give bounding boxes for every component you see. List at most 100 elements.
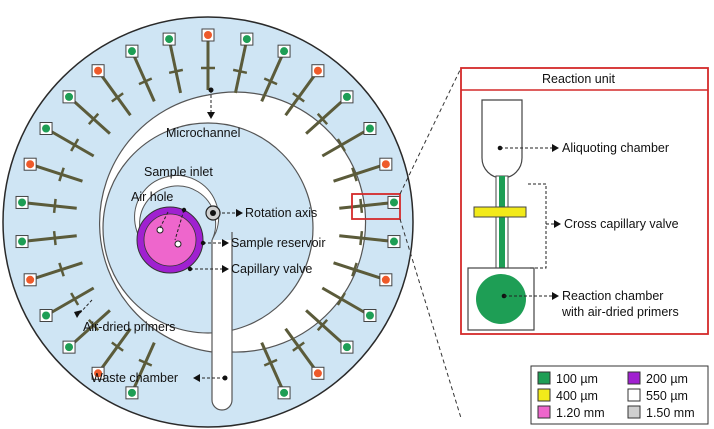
unit-stem: [72, 99, 111, 135]
primer-dot: [342, 92, 351, 101]
unit-stem: [333, 164, 381, 183]
waste-chamber-label: Waste chamber: [91, 371, 179, 385]
primer-dot: [18, 237, 27, 246]
unit-valve: [263, 77, 278, 86]
primer-dot: [18, 198, 27, 207]
sample-reservoir-label: Sample reservoir: [231, 236, 326, 250]
unit-stem: [333, 261, 381, 280]
unit-stem: [305, 309, 344, 345]
unit-valve: [138, 358, 153, 367]
unit-stem: [284, 74, 316, 117]
unit-valve: [58, 167, 65, 182]
legend-swatch: [537, 388, 551, 402]
waste-channel: [212, 240, 232, 352]
legend-label: 100 µm: [556, 372, 598, 386]
channel-100um: [499, 176, 505, 268]
unit-stem: [260, 56, 283, 103]
primer-dot: [365, 311, 374, 320]
primer-dot: [42, 311, 51, 320]
unit-valve: [316, 112, 329, 125]
unit-stem: [168, 44, 183, 94]
unit-valve: [58, 262, 65, 277]
legend: [530, 365, 709, 425]
sample-reservoir-inner: [143, 213, 197, 267]
primer-dot: [204, 31, 212, 39]
unit-valve: [52, 231, 57, 246]
unit-stem: [321, 286, 366, 314]
unit-stem: [260, 341, 283, 388]
legend-items: 100 µm 200 µm 400 µm 550 µm 1.20 mm 1.50 mm: [537, 371, 695, 420]
air-hole-label: Air hole: [131, 190, 174, 204]
unit-valve: [336, 292, 346, 306]
primer-dot: [280, 388, 289, 397]
primer-dot: [280, 47, 289, 56]
unit-stem: [305, 99, 344, 135]
legend-swatch: [537, 371, 551, 385]
reaction-units: [15, 28, 401, 400]
unit-stem: [27, 234, 77, 243]
primer-dot: [94, 66, 103, 75]
legend-label: 1.20 mm: [556, 406, 605, 420]
primer-dot: [313, 369, 322, 378]
unit-valve: [232, 68, 248, 75]
unit-valve: [168, 68, 184, 75]
unit-valve: [70, 292, 80, 306]
unit-valve: [316, 319, 329, 332]
legend-label: 550 µm: [646, 389, 688, 403]
unit-stem: [233, 44, 248, 94]
primer-dot: [389, 198, 398, 207]
unit-stem: [50, 130, 95, 158]
legend-swatch: [627, 405, 641, 419]
unit-valve: [292, 341, 305, 352]
unit-valve: [87, 319, 100, 332]
legend-swatch: [537, 405, 551, 419]
unit-stem: [284, 327, 316, 370]
unit-valve: [52, 198, 57, 213]
reaction-chamber-label: Reaction chamber: [562, 289, 664, 303]
unit-valve: [351, 167, 358, 182]
primer-dot: [242, 35, 251, 44]
legend-label: 200 µm: [646, 372, 688, 386]
primer-dot: [26, 275, 35, 284]
primer-dot: [127, 47, 136, 56]
sample-inlet-label: Sample inlet: [144, 165, 213, 179]
legend-label: 1.50 mm: [646, 406, 695, 420]
unit-valve: [263, 358, 278, 367]
sample-inlet: [174, 240, 182, 248]
aliquoting-chamber-label: Aliquoting chamber: [562, 141, 670, 155]
primer-dot: [313, 66, 322, 75]
capillary-valve-label: Capillary valve: [231, 262, 313, 276]
primer-dot: [365, 124, 374, 133]
primer-dot: [42, 124, 51, 133]
reaction-unit-title: Reaction unit: [542, 72, 615, 86]
unit-valve: [359, 198, 364, 213]
unit-valve: [359, 231, 364, 246]
unit-valve: [111, 92, 124, 103]
unit-stem: [339, 234, 389, 243]
unit-stem: [321, 130, 366, 158]
primer-dot: [65, 92, 74, 101]
legend-label: 400 µm: [556, 389, 598, 403]
primer-dot: [127, 388, 136, 397]
inner-island: [102, 122, 314, 334]
microchannel-label: Microchannel: [166, 126, 241, 140]
reaction-chamber-primer: [476, 274, 526, 324]
unit-valve: [336, 138, 346, 152]
primer-dot: [342, 343, 351, 352]
unit-stem: [100, 74, 132, 117]
reaction-chamber-label-2: with air-dried primers: [562, 305, 679, 319]
legend-swatch: [627, 371, 641, 385]
primer-dot: [381, 275, 390, 284]
unit-stem: [35, 164, 83, 183]
unit-valve: [111, 341, 124, 352]
primer-dot: [26, 160, 35, 169]
cross-capillary-valve-label: Cross capillary valve: [564, 217, 679, 231]
cross-capillary-valve: [473, 206, 527, 218]
rotation-axis-label: Rotation axis: [245, 206, 318, 220]
unit-stem: [100, 327, 132, 370]
unit-valve: [351, 262, 358, 277]
unit-stem: [72, 309, 111, 345]
primer-dot: [165, 35, 174, 44]
